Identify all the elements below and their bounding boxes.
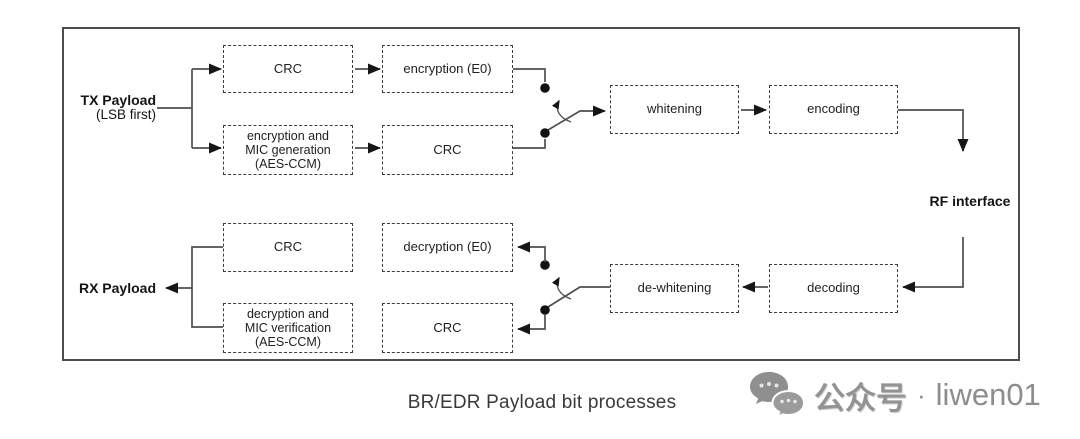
box-label: CRC <box>433 319 462 335</box>
rf-interface-label: RF interface <box>929 193 1011 209</box>
box-tx-crc-bottom: CRC <box>382 125 513 175</box>
box-tx-aes-ccm: encryption and MIC generation (AES-CCM) <box>223 125 353 175</box>
box-rx-aes-ccm: decryption and MIC verification (AES-CCM… <box>223 303 353 353</box>
wechat-bubble-small <box>771 389 806 419</box>
box-whitening: whitening <box>610 85 739 134</box>
box-encoding: encoding <box>769 85 898 134</box>
rx-payload-title: RX Payload <box>78 280 156 296</box>
box-label: de-whitening <box>637 280 712 296</box>
tx-payload-label: TX Payload (LSB first) <box>58 92 156 123</box>
box-rx-decryption-e0: decryption (E0) <box>382 223 513 272</box>
box-rx-crc-top: CRC <box>223 223 353 272</box>
box-tx-crc-top: CRC <box>223 45 353 93</box>
rx-payload-label: RX Payload <box>58 280 156 296</box>
box-label: encoding <box>807 101 860 117</box>
watermark-account: liwen01 <box>935 377 1041 412</box>
watermark-platform: 公众号 <box>814 380 907 416</box>
box-decoding: decoding <box>769 264 898 313</box>
bubble-dot <box>786 398 791 403</box>
watermark: 公众号 · liwen01 <box>748 366 1041 424</box>
bubble-dot <box>793 399 797 404</box>
bubble-dot <box>780 399 784 404</box>
box-tx-encryption-e0: encryption (E0) <box>382 45 513 93</box>
diagram-caption: BR/EDR Payload bit processes <box>407 392 677 413</box>
bubble-dot <box>759 383 764 388</box>
box-label-line: (AES-CCM) <box>255 157 321 171</box>
tx-payload-subtitle: (LSB first) <box>95 107 156 123</box>
watermark-separator: · <box>917 379 926 410</box>
box-label-line: MIC generation <box>245 143 331 157</box>
box-label: CRC <box>273 239 303 255</box>
box-label-line: MIC verification <box>244 321 332 335</box>
box-label: encryption (E0) <box>403 60 492 76</box>
box-label-line: encryption and <box>246 129 329 143</box>
box-label-line: (AES-CCM) <box>255 335 321 349</box>
bubble-dot <box>774 383 779 388</box>
box-label: decryption (E0) <box>403 239 492 255</box>
box-dewhitening: de-whitening <box>610 264 739 313</box>
box-label-line: decryption and <box>246 307 329 321</box>
tx-payload-title: TX Payload <box>80 92 156 108</box>
box-rx-crc-bottom: CRC <box>382 303 513 353</box>
box-label: CRC <box>433 141 462 157</box>
wechat-icon <box>750 372 806 419</box>
box-label: whitening <box>647 101 702 117</box>
box-label: decoding <box>807 280 860 296</box>
box-label: CRC <box>273 60 303 76</box>
bubble-dot <box>767 382 771 386</box>
